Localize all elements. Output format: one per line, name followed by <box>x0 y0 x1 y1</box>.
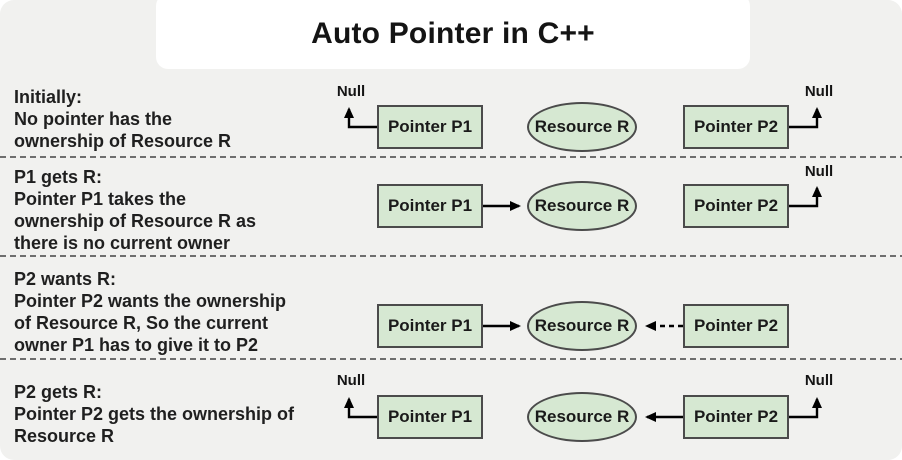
row-divider-2 <box>0 255 902 257</box>
row-4-null-label-right: Null <box>804 372 834 389</box>
row-3-line: Pointer P2 wants the ownership <box>14 291 287 311</box>
row-4-line: Pointer P2 gets the ownership of <box>14 404 295 424</box>
row-3-line: owner P1 has to give it to P2 <box>14 335 259 355</box>
row-1-pointer-p1-box: Pointer P1 <box>377 105 483 149</box>
row-2-line: ownership of Resource R as <box>14 211 257 231</box>
row-3-heading: P2 wants R: <box>14 269 117 289</box>
row-4-line: Resource R <box>14 426 115 446</box>
row-1-p2-to-null-arrow <box>789 107 822 129</box>
row-4-null-label-left: Null <box>336 372 366 389</box>
row-divider-1 <box>0 156 902 158</box>
title-panel: Auto Pointer in C++ <box>156 0 750 69</box>
row-1-line: ownership of Resource R <box>14 131 232 151</box>
row-4-resource-ellipse: Resource R <box>527 392 637 442</box>
row-3-description: P2 wants R: Pointer P2 wants the ownersh… <box>14 268 286 356</box>
row-3-pointer-p2-box: Pointer P2 <box>683 304 789 348</box>
row-1-null-label-left: Null <box>336 83 366 100</box>
row-2-line: there is no current owner <box>14 233 231 253</box>
row-1-null-label-right: Null <box>804 83 834 100</box>
row-3-pointer-p1-box: Pointer P1 <box>377 304 483 348</box>
row-3-resource-ellipse: Resource R <box>527 301 637 351</box>
row-4-description: P2 gets R: Pointer P2 gets the ownership… <box>14 381 294 447</box>
row-2-heading: P1 gets R: <box>14 167 103 187</box>
row-4-p1-to-null-arrow <box>344 397 377 419</box>
row-1-heading: Initially: <box>14 87 83 107</box>
row-1-line: No pointer has the <box>14 109 173 129</box>
page-title: Auto Pointer in C++ <box>311 16 595 50</box>
row-1-description: Initially: No pointer has the ownership … <box>14 86 231 152</box>
row-2-null-label-right: Null <box>804 163 834 180</box>
row-2-p2-to-null-arrow <box>789 186 822 208</box>
row-2-resource-ellipse: Resource R <box>527 181 637 231</box>
row-2-pointer-p2-box: Pointer P2 <box>683 184 789 228</box>
row-1-pointer-p2-box: Pointer P2 <box>683 105 789 149</box>
row-4-p2-to-null-arrow <box>789 397 822 419</box>
row-4-pointer-p1-box: Pointer P1 <box>377 395 483 439</box>
row-2-description: P1 gets R: Pointer P1 takes the ownershi… <box>14 166 256 254</box>
row-1-resource-ellipse: Resource R <box>527 102 637 152</box>
row-2-pointer-p1-box: Pointer P1 <box>377 184 483 228</box>
row-3-line: of Resource R, So the current <box>14 313 269 333</box>
row-2-line: Pointer P1 takes the <box>14 189 187 209</box>
row-1-p1-to-null-arrow <box>344 107 377 129</box>
row-divider-3 <box>0 358 902 360</box>
row-4-pointer-p2-box: Pointer P2 <box>683 395 789 439</box>
row-4-heading: P2 gets R: <box>14 382 103 402</box>
